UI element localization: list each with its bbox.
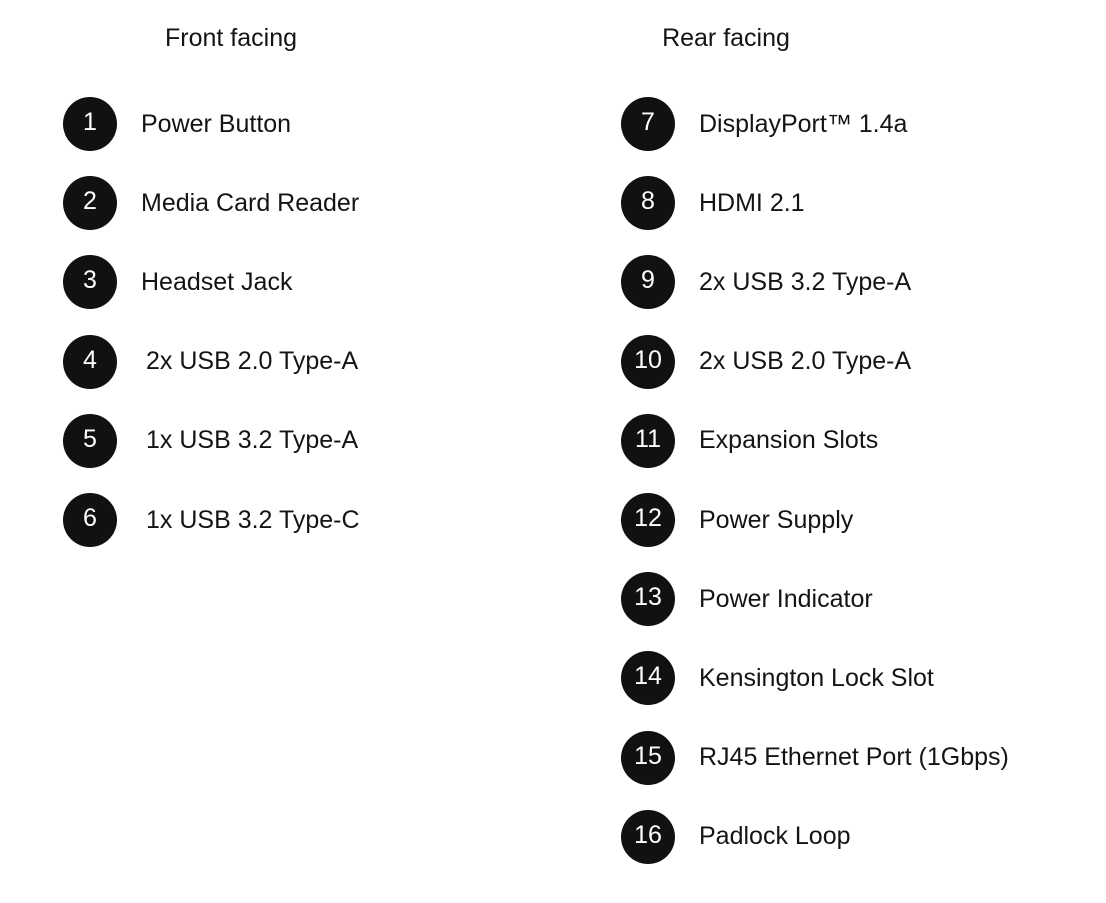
number-badge: 4: [63, 334, 117, 389]
port-label: Kensington Lock Slot: [699, 663, 934, 692]
number-badge: 2: [63, 176, 117, 231]
port-list-item: 10 2x USB 2.0 Type-A: [621, 334, 912, 389]
port-list-item: 4 2x USB 2.0 Type-A: [63, 334, 359, 389]
number-badge: 16: [621, 809, 675, 864]
port-list-item: 16 Padlock Loop: [621, 809, 851, 864]
port-list-item: 9 2x USB 3.2 Type-A: [621, 255, 912, 310]
number-badge: 1: [63, 97, 117, 151]
port-label: Expansion Slots: [699, 426, 879, 455]
port-label: Power Indicator: [699, 584, 873, 613]
number-badge: 7: [621, 97, 675, 151]
port-list-item: 6 1x USB 3.2 Type-C: [63, 493, 360, 547]
port-list-item: 5 1x USB 3.2 Type-A: [63, 413, 359, 468]
port-label: Power Supply: [699, 505, 854, 534]
number-badge: 3: [63, 255, 117, 310]
port-label: Power Button: [141, 109, 292, 138]
port-label: 2x USB 3.2 Type-A: [699, 267, 912, 296]
port-list-item: 15 RJ45 Ethernet Port (1Gbps): [621, 730, 1009, 785]
number-badge: 5: [63, 413, 117, 468]
port-label: Padlock Loop: [699, 822, 851, 851]
number-badge: 9: [621, 255, 675, 310]
port-list-item: 11 Expansion Slots: [621, 413, 879, 468]
port-label: 2x USB 2.0 Type-A: [146, 347, 359, 376]
port-list-item: 12 Power Supply: [621, 493, 853, 547]
port-list-item: 3 Headset Jack: [63, 255, 293, 310]
port-label: Media Card Reader: [141, 188, 360, 217]
number-badge: 11: [621, 413, 675, 468]
number-badge: 6: [63, 493, 117, 547]
port-label: 2x USB 2.0 Type-A: [699, 347, 912, 376]
port-list-item: 7 DisplayPort™ 1.4a: [621, 97, 907, 151]
port-label: DisplayPort™ 1.4a: [699, 109, 908, 138]
port-label: 1x USB 3.2 Type-C: [146, 505, 360, 534]
number-badge: 12: [621, 493, 675, 547]
number-badge: 10: [621, 334, 675, 389]
port-label: HDMI 2.1: [699, 188, 805, 217]
port-list-item: 13 Power Indicator: [621, 572, 873, 627]
number-badge: 13: [621, 572, 675, 627]
port-label: 1x USB 3.2 Type-A: [146, 426, 359, 455]
port-list-item: 8 HDMI 2.1: [621, 176, 805, 231]
number-badge: 14: [621, 651, 675, 706]
port-list-item: 1 Power Button: [63, 97, 291, 151]
port-list-item: 14 Kensington Lock Slot: [621, 651, 934, 706]
port-list-item: 2 Media Card Reader: [63, 176, 360, 231]
rear-facing-heading: Rear facing: [662, 24, 790, 52]
front-facing-heading: Front facing: [164, 24, 298, 52]
number-badge: 15: [621, 730, 675, 785]
port-label: Headset Jack: [141, 267, 293, 296]
number-badge: 8: [621, 176, 675, 231]
port-label: RJ45 Ethernet Port (1Gbps): [699, 743, 1009, 772]
